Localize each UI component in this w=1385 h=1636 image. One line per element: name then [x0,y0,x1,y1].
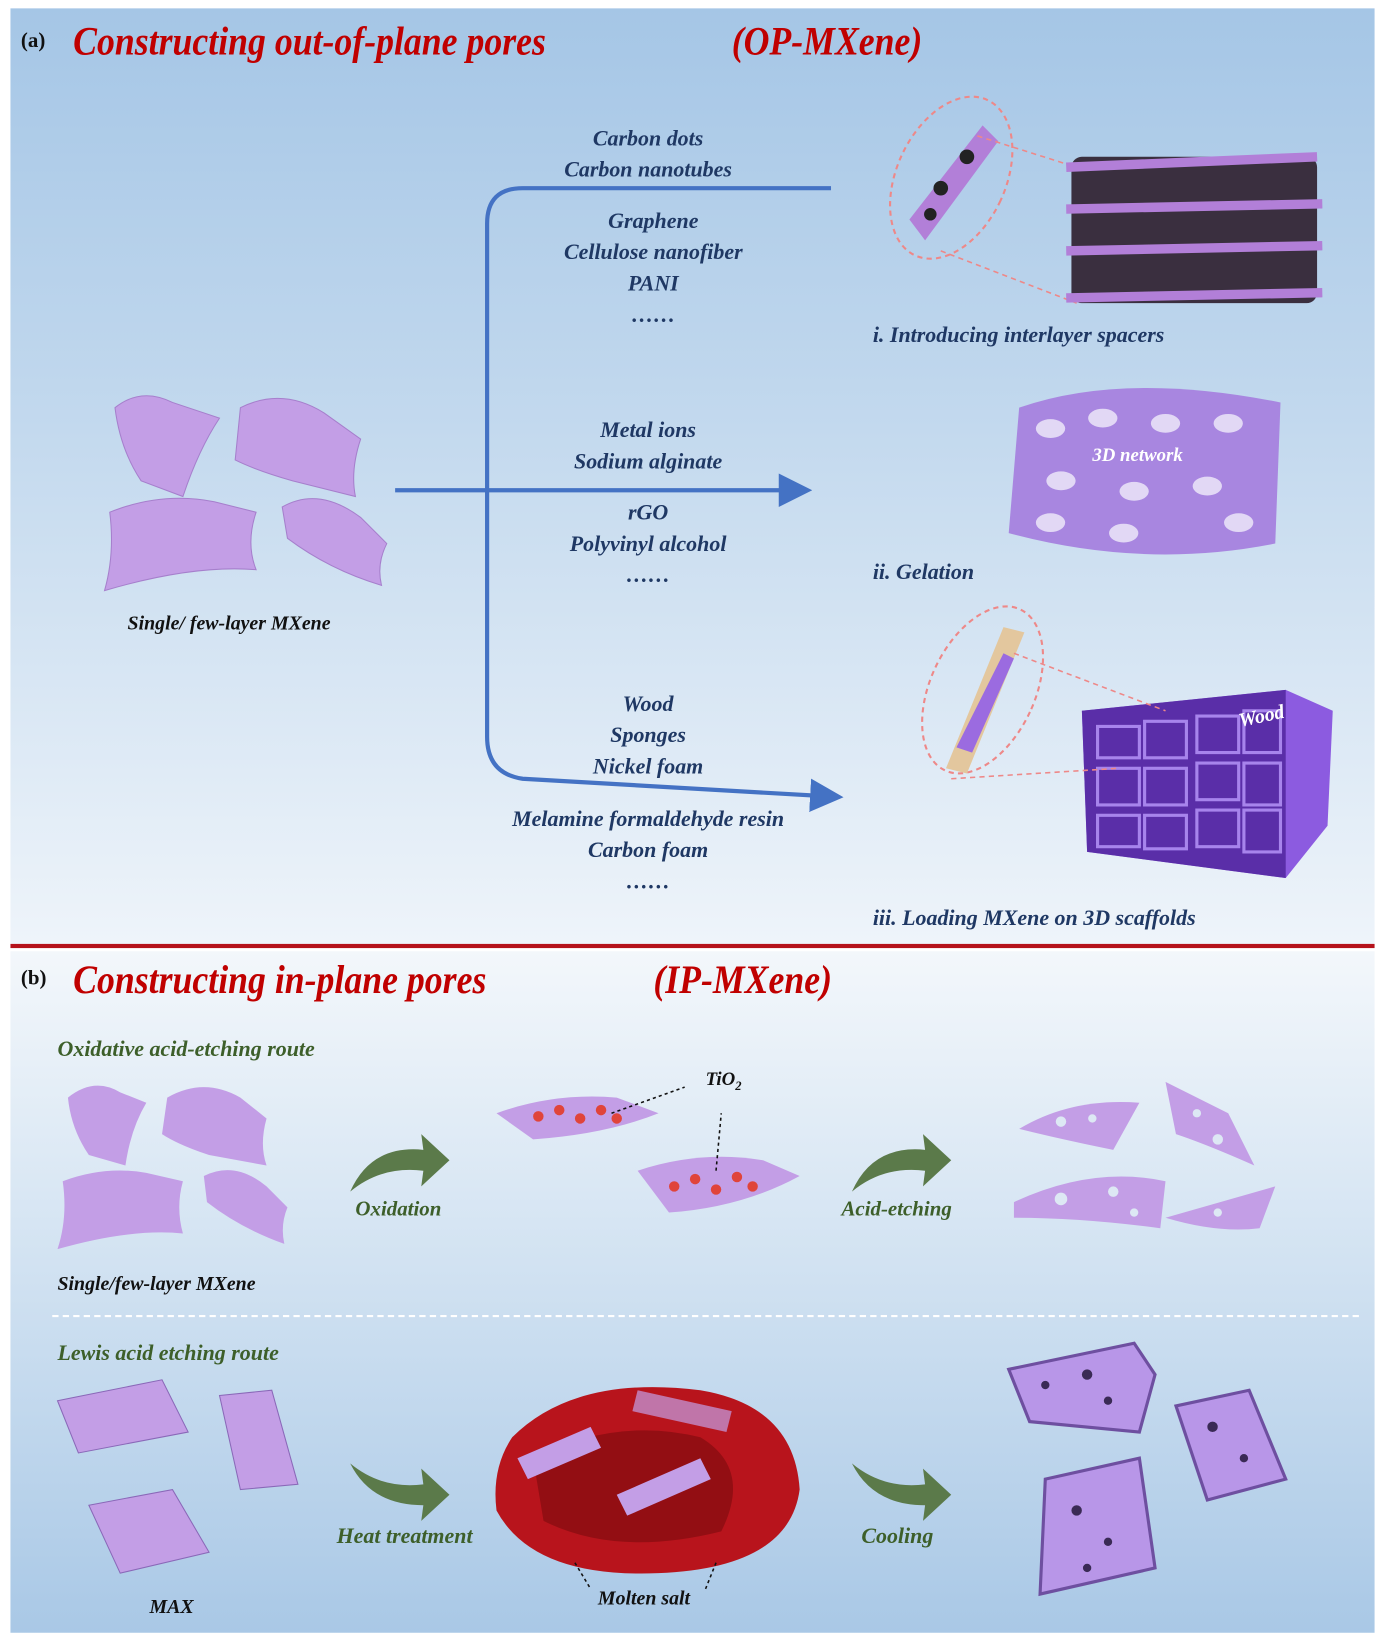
green-arrow-icon [350,1463,450,1521]
tio2-label: TiO2 [705,1068,742,1093]
oxidation-step: Oxidation [355,1197,442,1221]
acid-etching-step: Acid-etching [841,1197,952,1221]
route-arrows [395,186,844,813]
lewis-route-name: Lewis acid etching route [57,1340,279,1366]
oxidative-start-caption: Single/few-layer MXene [57,1273,256,1296]
3d-network-image [1008,387,1281,555]
mxene-flakes-small-image [57,1085,288,1250]
panel-a-label: (a) [20,29,46,53]
max-phase-image [56,1379,299,1574]
wood-scaffold-image [921,605,1333,879]
porous-ip-mxene-image [1006,1341,1288,1597]
panel-b-title-abbr: (IP-MXene) [653,958,833,1003]
panel-a-title: Constructing out-of-plane pores [73,19,546,64]
panel-a-title-abbr: (OP-MXene) [731,19,923,64]
route-1-result: i. Introducing interlayer spacers [872,321,1165,348]
route-2-result: ii. Gelation [872,559,975,585]
mxene-flakes-image [103,395,388,592]
cooling-step: Cooling [861,1523,934,1549]
tio2-oxidized-flakes-image [496,1086,800,1213]
green-arrow-icon [851,1463,952,1521]
oxidative-route-name: Oxidative acid-etching route [57,1035,315,1061]
heat-treatment-step: Heat treatment [336,1523,473,1549]
panel-a-start-caption: Single/ few-layer MXene [127,612,331,635]
route-3-result: iii. Loading MXene on 3D scaffolds [872,905,1196,931]
molten-salt-label: Molten salt [597,1587,691,1610]
green-arrow-icon [851,1134,952,1192]
max-caption: MAX [149,1596,194,1619]
route-separator [52,1314,1359,1318]
porous-mxene-image [1013,1081,1276,1230]
panel-divider [10,943,1375,949]
3d-network-label: 3D network [1092,444,1183,466]
panel-b-label: (b) [20,966,47,990]
interlayer-spacers-image [889,95,1323,304]
green-arrow-icon [350,1134,450,1192]
molten-salt-image [495,1387,800,1590]
panel-b-title: Constructing in-plane pores [73,958,487,1003]
